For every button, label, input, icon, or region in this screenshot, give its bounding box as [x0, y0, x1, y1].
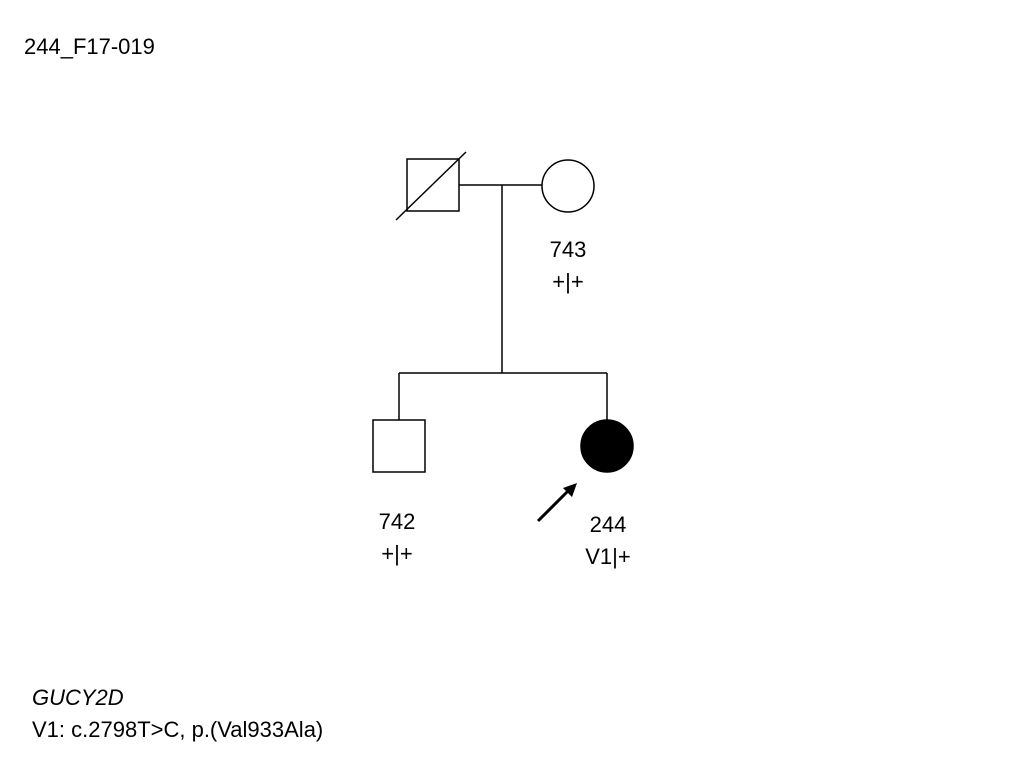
- proband-arrow-head: [563, 483, 577, 497]
- proband-label: 244 V1|+: [548, 509, 668, 573]
- proband-arrow: [536, 487, 572, 523]
- brother-symbol: [372, 419, 426, 473]
- deceased-slash: [395, 151, 467, 221]
- proband-genotype: V1|+: [585, 544, 631, 569]
- brother-label: 742 +|+: [337, 506, 457, 570]
- gene-name: GUCY2D: [32, 685, 124, 710]
- family-id: 244_F17-019: [24, 34, 155, 59]
- brother-id: 742: [378, 509, 416, 534]
- proband-symbol: [580, 419, 634, 473]
- proband-id: 244: [589, 512, 627, 537]
- variant-legend: GUCY2D V1: c.2798T>C, p.(Val933Ala): [32, 682, 323, 746]
- brother-genotype: +|+: [381, 541, 413, 566]
- mother-label: 743 +|+: [508, 234, 628, 298]
- mother-genotype: +|+: [552, 269, 584, 294]
- mother-id: 743: [549, 237, 587, 262]
- variant-description: V1: c.2798T>C, p.(Val933Ala): [32, 717, 324, 742]
- mother-symbol: [541, 159, 595, 213]
